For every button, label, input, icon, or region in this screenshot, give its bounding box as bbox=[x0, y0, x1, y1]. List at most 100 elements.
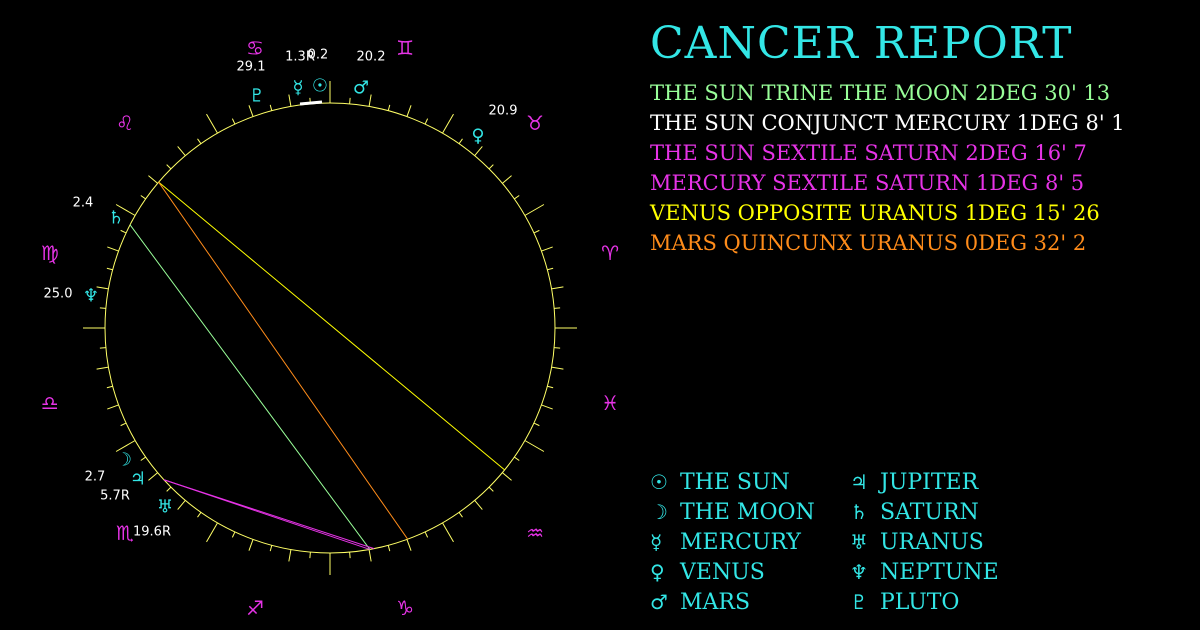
legend-item-mars: ♂ MARS bbox=[650, 587, 850, 617]
wheel-tick bbox=[488, 164, 494, 170]
sagittarius-sign-icon: ♐ bbox=[246, 596, 264, 620]
legend-label: MARS bbox=[680, 589, 751, 615]
wheel-tick bbox=[547, 267, 554, 271]
wheel-tick bbox=[442, 113, 454, 134]
wheel-tick bbox=[533, 422, 540, 427]
mercury-degree-label: 1.3R bbox=[285, 50, 315, 65]
wheel-tick bbox=[551, 366, 564, 370]
uranus-icon: ♅ bbox=[157, 497, 173, 518]
taurus-label-degree-label: 19.6R bbox=[133, 525, 171, 540]
cancer-sign-icon: ♋ bbox=[246, 36, 264, 60]
wheel-tick bbox=[288, 549, 292, 562]
legend-item-uranus: ♅ URANUS bbox=[850, 527, 1050, 557]
moon-icon: ☽ bbox=[650, 500, 668, 524]
wheel-tick bbox=[248, 539, 254, 551]
legend-label: MERCURY bbox=[680, 529, 801, 555]
wheel-tick bbox=[99, 347, 106, 349]
mercury-icon: ☿ bbox=[292, 78, 303, 99]
venus-degree-label: 20.9 bbox=[489, 104, 518, 119]
saturn-icon: ♄ bbox=[850, 500, 868, 524]
legend-item-jupiter: ♃JUPITER bbox=[850, 467, 1050, 497]
uranus-icon: ♅ bbox=[850, 530, 868, 554]
pluto-degree-label: 29.1 bbox=[237, 60, 266, 75]
zodiac-signs: ♈♉♊♋♌♍♎♏♐♑♒♓ bbox=[41, 36, 619, 620]
aspect-line-venus-uranus bbox=[158, 181, 505, 471]
legend-label: VENUS bbox=[680, 559, 765, 585]
saturn-degree-label: 2.4 bbox=[73, 196, 94, 211]
wheel-tick bbox=[197, 512, 202, 518]
wheel-tick bbox=[458, 138, 463, 144]
wheel-tick bbox=[524, 204, 545, 216]
wheel-tick bbox=[177, 146, 186, 156]
mercury-icon: ☿ bbox=[650, 530, 663, 554]
wheel-tick bbox=[551, 286, 564, 290]
wheel-tick bbox=[458, 512, 463, 518]
wheel-tick bbox=[248, 105, 254, 117]
wheel-tick bbox=[231, 531, 236, 538]
virgo-sign-icon: ♍ bbox=[41, 241, 59, 265]
wheel-tick bbox=[554, 347, 561, 349]
leo-sign-icon: ♌ bbox=[116, 111, 134, 135]
aspect-line-mars-uranus bbox=[158, 181, 409, 540]
wheel-tick bbox=[140, 456, 146, 461]
pisces-sign-icon: ♓ bbox=[601, 391, 619, 415]
wheel-tick bbox=[474, 146, 483, 156]
wheel-tick bbox=[547, 385, 554, 389]
wheel-tick bbox=[387, 104, 391, 111]
moon-degree-label: 2.7 bbox=[85, 470, 106, 485]
aspect-item: MARS QUINCUNX URANUS 0DEG 32' 2 bbox=[650, 231, 1087, 255]
wheel-tick bbox=[349, 552, 351, 559]
legend-label: THE MOON bbox=[680, 499, 815, 525]
moon-icon: ☽ bbox=[116, 450, 132, 471]
wheel-tick bbox=[488, 486, 494, 492]
wheel-tick bbox=[424, 531, 429, 538]
wheel-tick bbox=[206, 113, 218, 134]
legend-label: SATURN bbox=[880, 499, 979, 525]
aspect-item: MERCURY SEXTILE SATURN 1DEG 8' 5 bbox=[650, 171, 1085, 195]
sun-icon: ☉ bbox=[650, 470, 668, 494]
aspect-item: THE SUN CONJUNCT MERCURY 1DEG 8' 1 bbox=[650, 111, 1125, 135]
aspect-line-sun-moon bbox=[129, 224, 371, 550]
legend-label: URANUS bbox=[880, 529, 984, 555]
wheel-tick bbox=[177, 500, 186, 510]
taurus-sign-icon: ♉ bbox=[526, 111, 544, 135]
neptune-icon: ♆ bbox=[83, 286, 99, 307]
wheel-tick bbox=[514, 195, 520, 200]
wheel-tick bbox=[269, 545, 273, 552]
legend-item-sun: ☉ THE SUN bbox=[650, 467, 850, 497]
wheel-tick bbox=[269, 104, 273, 111]
wheel-tick bbox=[148, 175, 158, 184]
report-title: CANCER REPORT bbox=[650, 18, 1073, 69]
wheel-tick bbox=[166, 486, 172, 492]
wheel-tick bbox=[99, 307, 106, 309]
sun-degree-label: 0.2 bbox=[308, 48, 329, 63]
mars-icon: ♂ bbox=[650, 590, 668, 614]
libra-sign-icon: ♎ bbox=[41, 391, 59, 415]
aspect-item: VENUS OPPOSITE URANUS 1DEG 15' 26 bbox=[650, 201, 1100, 225]
wheel-tick bbox=[554, 307, 561, 309]
planet-markers: ☉0.2☿1.3R♇29.1♂20.2♀20.9♄2.4♆25.0☽2.7♃5.… bbox=[44, 48, 518, 540]
legend-item-moon: ☽ THE MOON bbox=[650, 497, 850, 527]
gemini-sign-icon: ♊ bbox=[396, 36, 414, 60]
wheel-tick bbox=[106, 385, 113, 389]
wheel-tick bbox=[148, 472, 158, 481]
legend-label: THE SUN bbox=[680, 469, 790, 495]
jupiter-icon: ♃ bbox=[850, 470, 868, 494]
wheel-tick bbox=[107, 246, 119, 252]
pluto-icon: ♇ bbox=[850, 590, 868, 614]
conjunction-marker bbox=[299, 100, 323, 106]
mars-icon: ♂ bbox=[353, 78, 369, 99]
wheel-circle bbox=[104, 102, 556, 554]
saturn-icon: ♄ bbox=[108, 208, 124, 229]
aspect-item: THE SUN TRINE THE MOON 2DEG 30' 13 bbox=[650, 81, 1111, 105]
jupiter-icon: ♃ bbox=[130, 469, 146, 490]
venus-icon: ♀ bbox=[650, 560, 665, 584]
wheel-tick bbox=[206, 522, 218, 543]
legend-item-mercury: ☿ MERCURY bbox=[650, 527, 850, 557]
wheel-tick bbox=[424, 118, 429, 125]
legend-label: PLUTO bbox=[880, 589, 960, 615]
capricorn-sign-icon: ♑ bbox=[396, 596, 414, 620]
wheel-tick bbox=[387, 545, 391, 552]
legend-item-venus: ♀ VENUS bbox=[650, 557, 850, 587]
wheel-tick bbox=[115, 440, 136, 452]
